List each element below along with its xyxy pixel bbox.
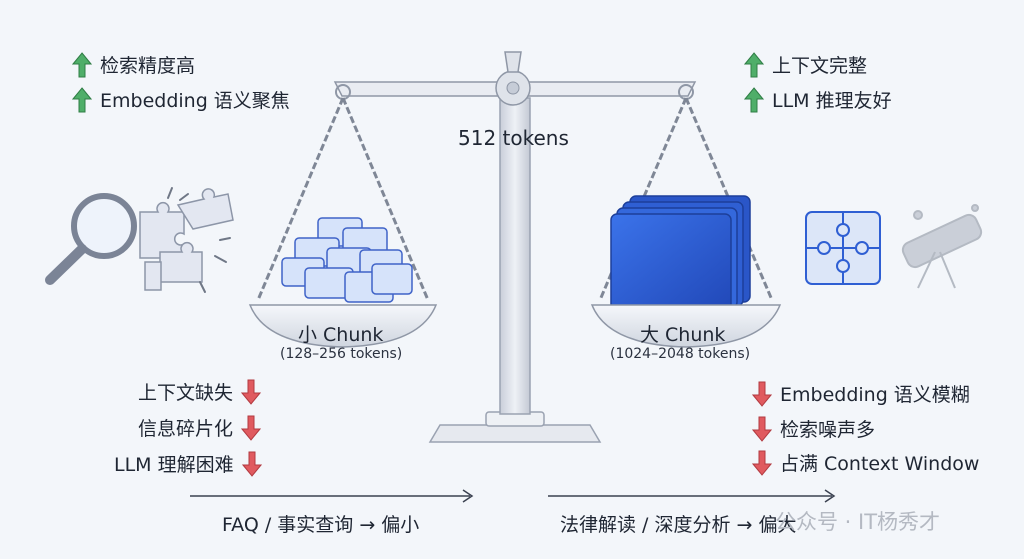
right-pro-item: 上下文完整 [744, 51, 867, 78]
left-con-item: LLM 理解困难 [114, 450, 262, 477]
left-con-text: LLM 理解困难 [114, 454, 234, 476]
right-pro-text: 上下文完整 [772, 55, 868, 77]
right-con-text: Embedding 语义模糊 [780, 384, 970, 406]
up-arrow-icon [744, 86, 764, 112]
up-arrow-icon [72, 51, 92, 77]
right-con-item: 占满 Context Window [752, 449, 979, 476]
down-arrow-icon [752, 450, 772, 476]
scale-beam [333, 51, 697, 106]
down-arrow-icon [752, 416, 772, 442]
scattered-puzzle-icon [139, 188, 234, 291]
right-con-item: 检索噪声多 [752, 415, 875, 442]
magnifier-icon [45, 193, 137, 285]
left-pro-text: 检索精度高 [100, 55, 196, 77]
left-con-text: 上下文缺失 [138, 382, 234, 404]
left-chains [256, 97, 430, 301]
right-usecase-label: 法律解读 / 深度分析 → 偏大 [560, 514, 797, 536]
right-pro-item: LLM 推理友好 [744, 86, 892, 113]
down-arrow-icon [241, 415, 262, 441]
right-pro-text: LLM 推理友好 [772, 90, 892, 112]
left-pan [248, 304, 438, 348]
down-arrow-icon [752, 381, 772, 407]
left-con-item: 信息碎片化 [138, 414, 262, 441]
down-arrow-icon [241, 451, 262, 477]
left-pro-text: Embedding 语义聚焦 [100, 90, 290, 112]
big-chunk-range: (1024–2048 tokens) [610, 346, 751, 362]
big-chunk-title: 大 Chunk [640, 324, 726, 346]
left-usecase-label: FAQ / 事实查询 → 偏小 [222, 514, 420, 536]
telescope-icon [901, 204, 983, 289]
watermark: 公众号 · IT杨秀才 [775, 510, 941, 534]
scale-pole [499, 97, 531, 415]
small-chunk-stack [281, 217, 413, 303]
up-arrow-icon [744, 51, 764, 77]
right-pan [590, 304, 782, 348]
scale-base [428, 411, 602, 443]
small-chunk-range: (128–256 tokens) [280, 346, 403, 362]
complete-puzzle-icon [805, 211, 881, 285]
right-con-text: 占满 Context Window [780, 453, 980, 475]
small-chunk-title: 小 Chunk [298, 324, 384, 346]
center-token-label: 512 tokens [458, 126, 569, 150]
left-con-item: 上下文缺失 [138, 378, 262, 405]
bottom-arrows [190, 489, 836, 503]
left-pro-item: 检索精度高 [72, 51, 195, 78]
big-chunk-stack [610, 195, 751, 311]
up-arrow-icon [72, 86, 92, 112]
down-arrow-icon [241, 379, 262, 405]
left-pro-item: Embedding 语义聚焦 [72, 86, 290, 113]
right-con-item: Embedding 语义模糊 [752, 380, 970, 407]
right-con-text: 检索噪声多 [780, 419, 876, 441]
left-con-text: 信息碎片化 [138, 418, 234, 440]
burst-lines [167, 187, 231, 293]
